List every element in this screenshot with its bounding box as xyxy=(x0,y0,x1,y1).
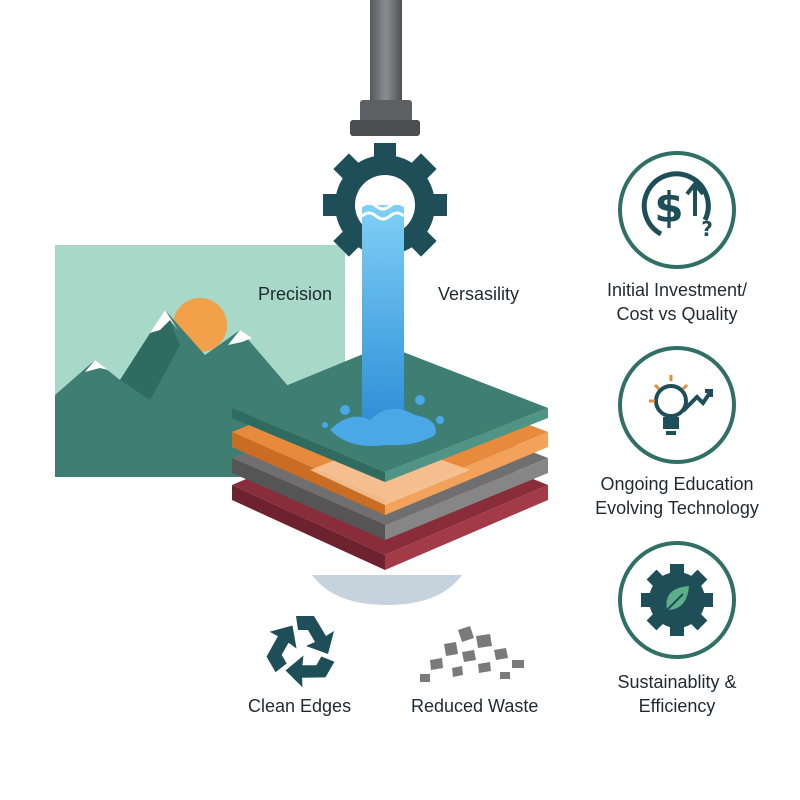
fragments-icon xyxy=(420,626,524,682)
cut-piece xyxy=(312,575,462,605)
versatility-label: Versasility xyxy=(438,284,520,304)
reduced-waste-label: Reduced Waste xyxy=(411,696,539,716)
feature-line: Sustainablity & xyxy=(617,672,737,692)
svg-text:?: ? xyxy=(701,217,713,241)
feature-sustainability-label: Sustainablity & Efficiency xyxy=(577,670,777,718)
recycle-icon xyxy=(266,616,335,688)
feature-line: Cost vs Quality xyxy=(616,304,738,324)
waterjet-nozzle xyxy=(350,0,420,136)
feature-education-label: Ongoing Education Evolving Technology xyxy=(577,472,777,520)
lightbulb-growth-icon xyxy=(618,346,736,464)
material-layers xyxy=(232,345,548,570)
feature-line: Ongoing Education xyxy=(600,474,754,494)
clean-edges-label: Clean Edges xyxy=(248,696,352,716)
feature-investment-label: Initial Investment/ Cost vs Quality xyxy=(577,278,777,326)
gear-leaf-icon xyxy=(618,541,736,659)
dollar-growth-icon: $ ? xyxy=(618,151,736,269)
svg-text:$: $ xyxy=(654,183,683,232)
water-jet-stream xyxy=(322,201,444,446)
feature-line: Efficiency xyxy=(638,696,716,716)
precision-label: Precision xyxy=(258,284,333,304)
feature-line: Evolving Technology xyxy=(595,498,759,518)
feature-line: Initial Investment/ xyxy=(606,280,748,300)
